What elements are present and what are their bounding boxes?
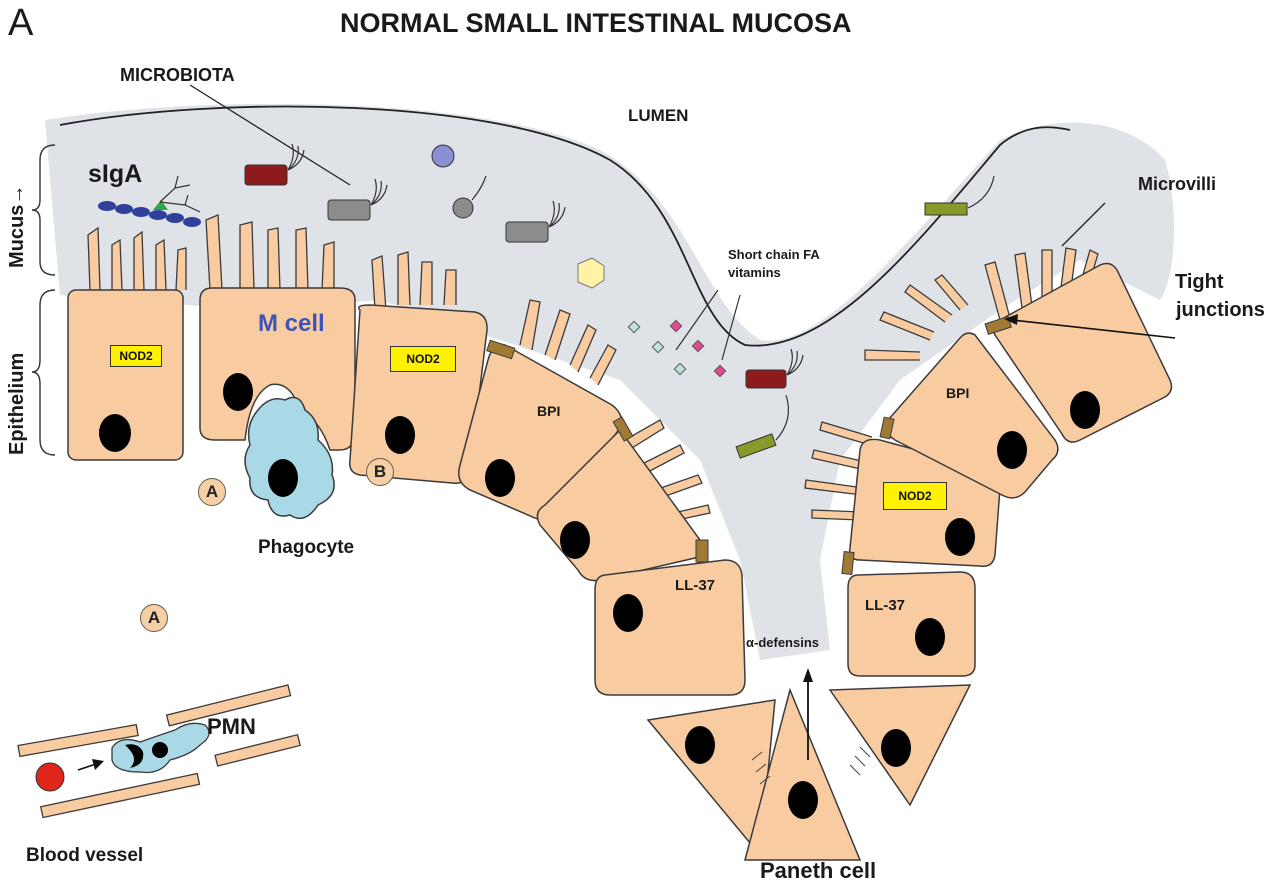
tight-junctions-label-line2: junctions [1176,300,1265,320]
pmn-label: PMN [207,716,256,738]
ll37-label-right: LL-37 [865,598,905,613]
scfa-label-line1: Short chain FA [728,248,820,261]
epithelium-label: Epithelium [6,353,29,455]
m-cell-label: M cell [258,312,325,336]
mucus-arrow: → [6,185,28,205]
bpi-label-left: BPI [537,404,560,418]
paneth-cell-right [830,685,970,805]
microvilli-label: Microvilli [1138,175,1216,193]
diagram-title: NORMAL SMALL INTESTINAL MUCOSA [340,10,852,37]
blood-flow-arrow [78,764,96,770]
blood-vessel-label: Blood vessel [26,846,143,865]
epithelium-bracket [32,290,55,455]
scfa-label-line2: vitamins [728,266,781,279]
paneth-cell-label: Paneth cell [760,860,876,882]
ll37-cell-right [848,572,975,676]
nod2-box-2: NOD2 [390,346,456,372]
lumen-label: LUMEN [628,107,688,124]
tag-b: B [366,458,394,486]
red-blood-cell [36,763,64,791]
alpha-defensins-label: α-defensins [746,636,819,649]
siga-label: sIgA [88,162,142,187]
phagocyte-label: Phagocyte [258,538,354,557]
panel-letter: A [8,4,33,42]
ll37-cell-left [595,560,745,695]
tight-junctions-label-line1: Tight [1175,272,1224,292]
bpi-label-right: BPI [946,386,969,400]
mucus-text: Mucus [6,205,28,268]
ll37-label-left: LL-37 [675,578,715,593]
mucus-label: Mucus→ [6,185,29,268]
tag-a-lower: A [140,604,168,632]
microbiota-label: MICROBIOTA [120,66,235,84]
nod2-box-3: NOD2 [883,482,947,510]
tag-a-upper: A [198,478,226,506]
nod2-box-1: NOD2 [110,345,162,367]
